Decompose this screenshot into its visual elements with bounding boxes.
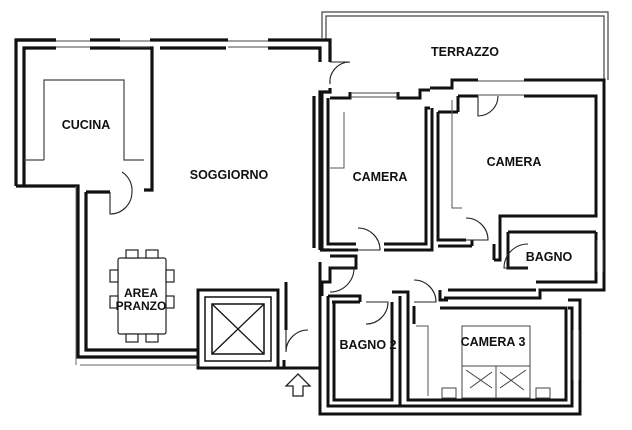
label-area-pranzo-1: AREA [124,286,158,300]
dining-table-icon [109,249,175,343]
exterior-walls [14,38,332,359]
label-camera-1: CAMERA [353,170,408,184]
entrance-wall [276,282,322,396]
room-labels: TERRAZZO CUCINA SOGGIORNO CAMERA CAMERA … [62,45,573,352]
label-cucina: CUCINA [62,118,111,132]
entrance-arrow-icon [284,373,312,397]
label-bagno: BAGNO [526,250,573,264]
label-terrazzo: TERRAZZO [431,45,499,59]
walls [318,78,606,416]
label-area-pranzo-2: PRANZO [116,299,167,313]
double-bed-icon [441,325,551,399]
elevator-shaft-icon [196,288,280,370]
window-icon [56,40,604,380]
terrace-outline [321,11,609,80]
label-soggiorno: SOGGIORNO [190,168,269,182]
label-camera-2: CAMERA [487,155,542,169]
label-camera-3: CAMERA 3 [461,335,526,349]
label-bagno-2: BAGNO 2 [340,338,397,352]
kitchen-counter [24,79,144,161]
wardrobe [330,100,462,396]
door-swing-icon [109,61,529,353]
